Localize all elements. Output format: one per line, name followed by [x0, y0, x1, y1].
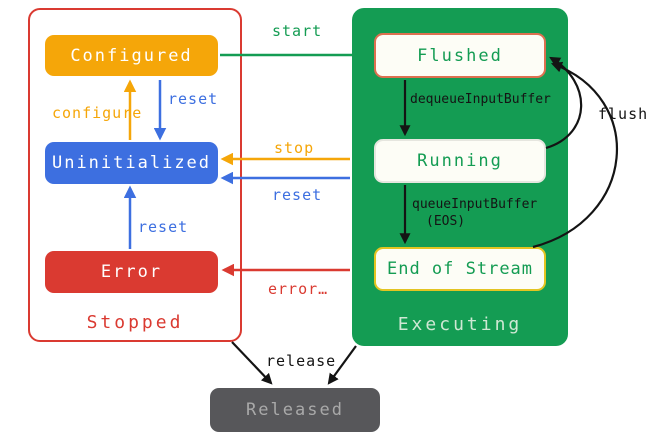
- edge-label-queue-input-buffer: queueInputBuffer (EOS): [412, 196, 537, 230]
- state-node-error: Error: [45, 251, 218, 293]
- edge-label-flush: flush: [598, 105, 649, 123]
- edge-label-release: release: [266, 352, 337, 370]
- edge-label-start: start: [272, 22, 323, 40]
- edge-label-queue-line2: (EOS): [426, 214, 466, 229]
- edge-label-reset-configured: reset: [168, 90, 219, 108]
- edge-label-configure: configure: [52, 104, 143, 122]
- executing-group-label: Executing: [397, 314, 523, 335]
- edge-label-reset-executing: reset: [272, 186, 323, 204]
- state-node-flushed: Flushed: [374, 33, 546, 78]
- state-node-running: Running: [374, 139, 546, 183]
- edge-label-queue-line1: queueInputBuffer: [412, 197, 538, 212]
- state-node-configured: Configured: [45, 35, 218, 76]
- stopped-group-label: Stopped: [86, 312, 184, 333]
- edge-label-error: error…: [268, 280, 329, 298]
- edge-label-stop: stop: [274, 139, 315, 157]
- edge-label-reset-error: reset: [138, 218, 189, 236]
- state-node-end-of-stream: End of Stream: [374, 247, 546, 291]
- state-node-released: Released: [210, 388, 380, 432]
- state-node-uninitialized: Uninitialized: [45, 142, 218, 184]
- edge-label-dequeue-input-buffer: dequeueInputBuffer: [410, 92, 551, 107]
